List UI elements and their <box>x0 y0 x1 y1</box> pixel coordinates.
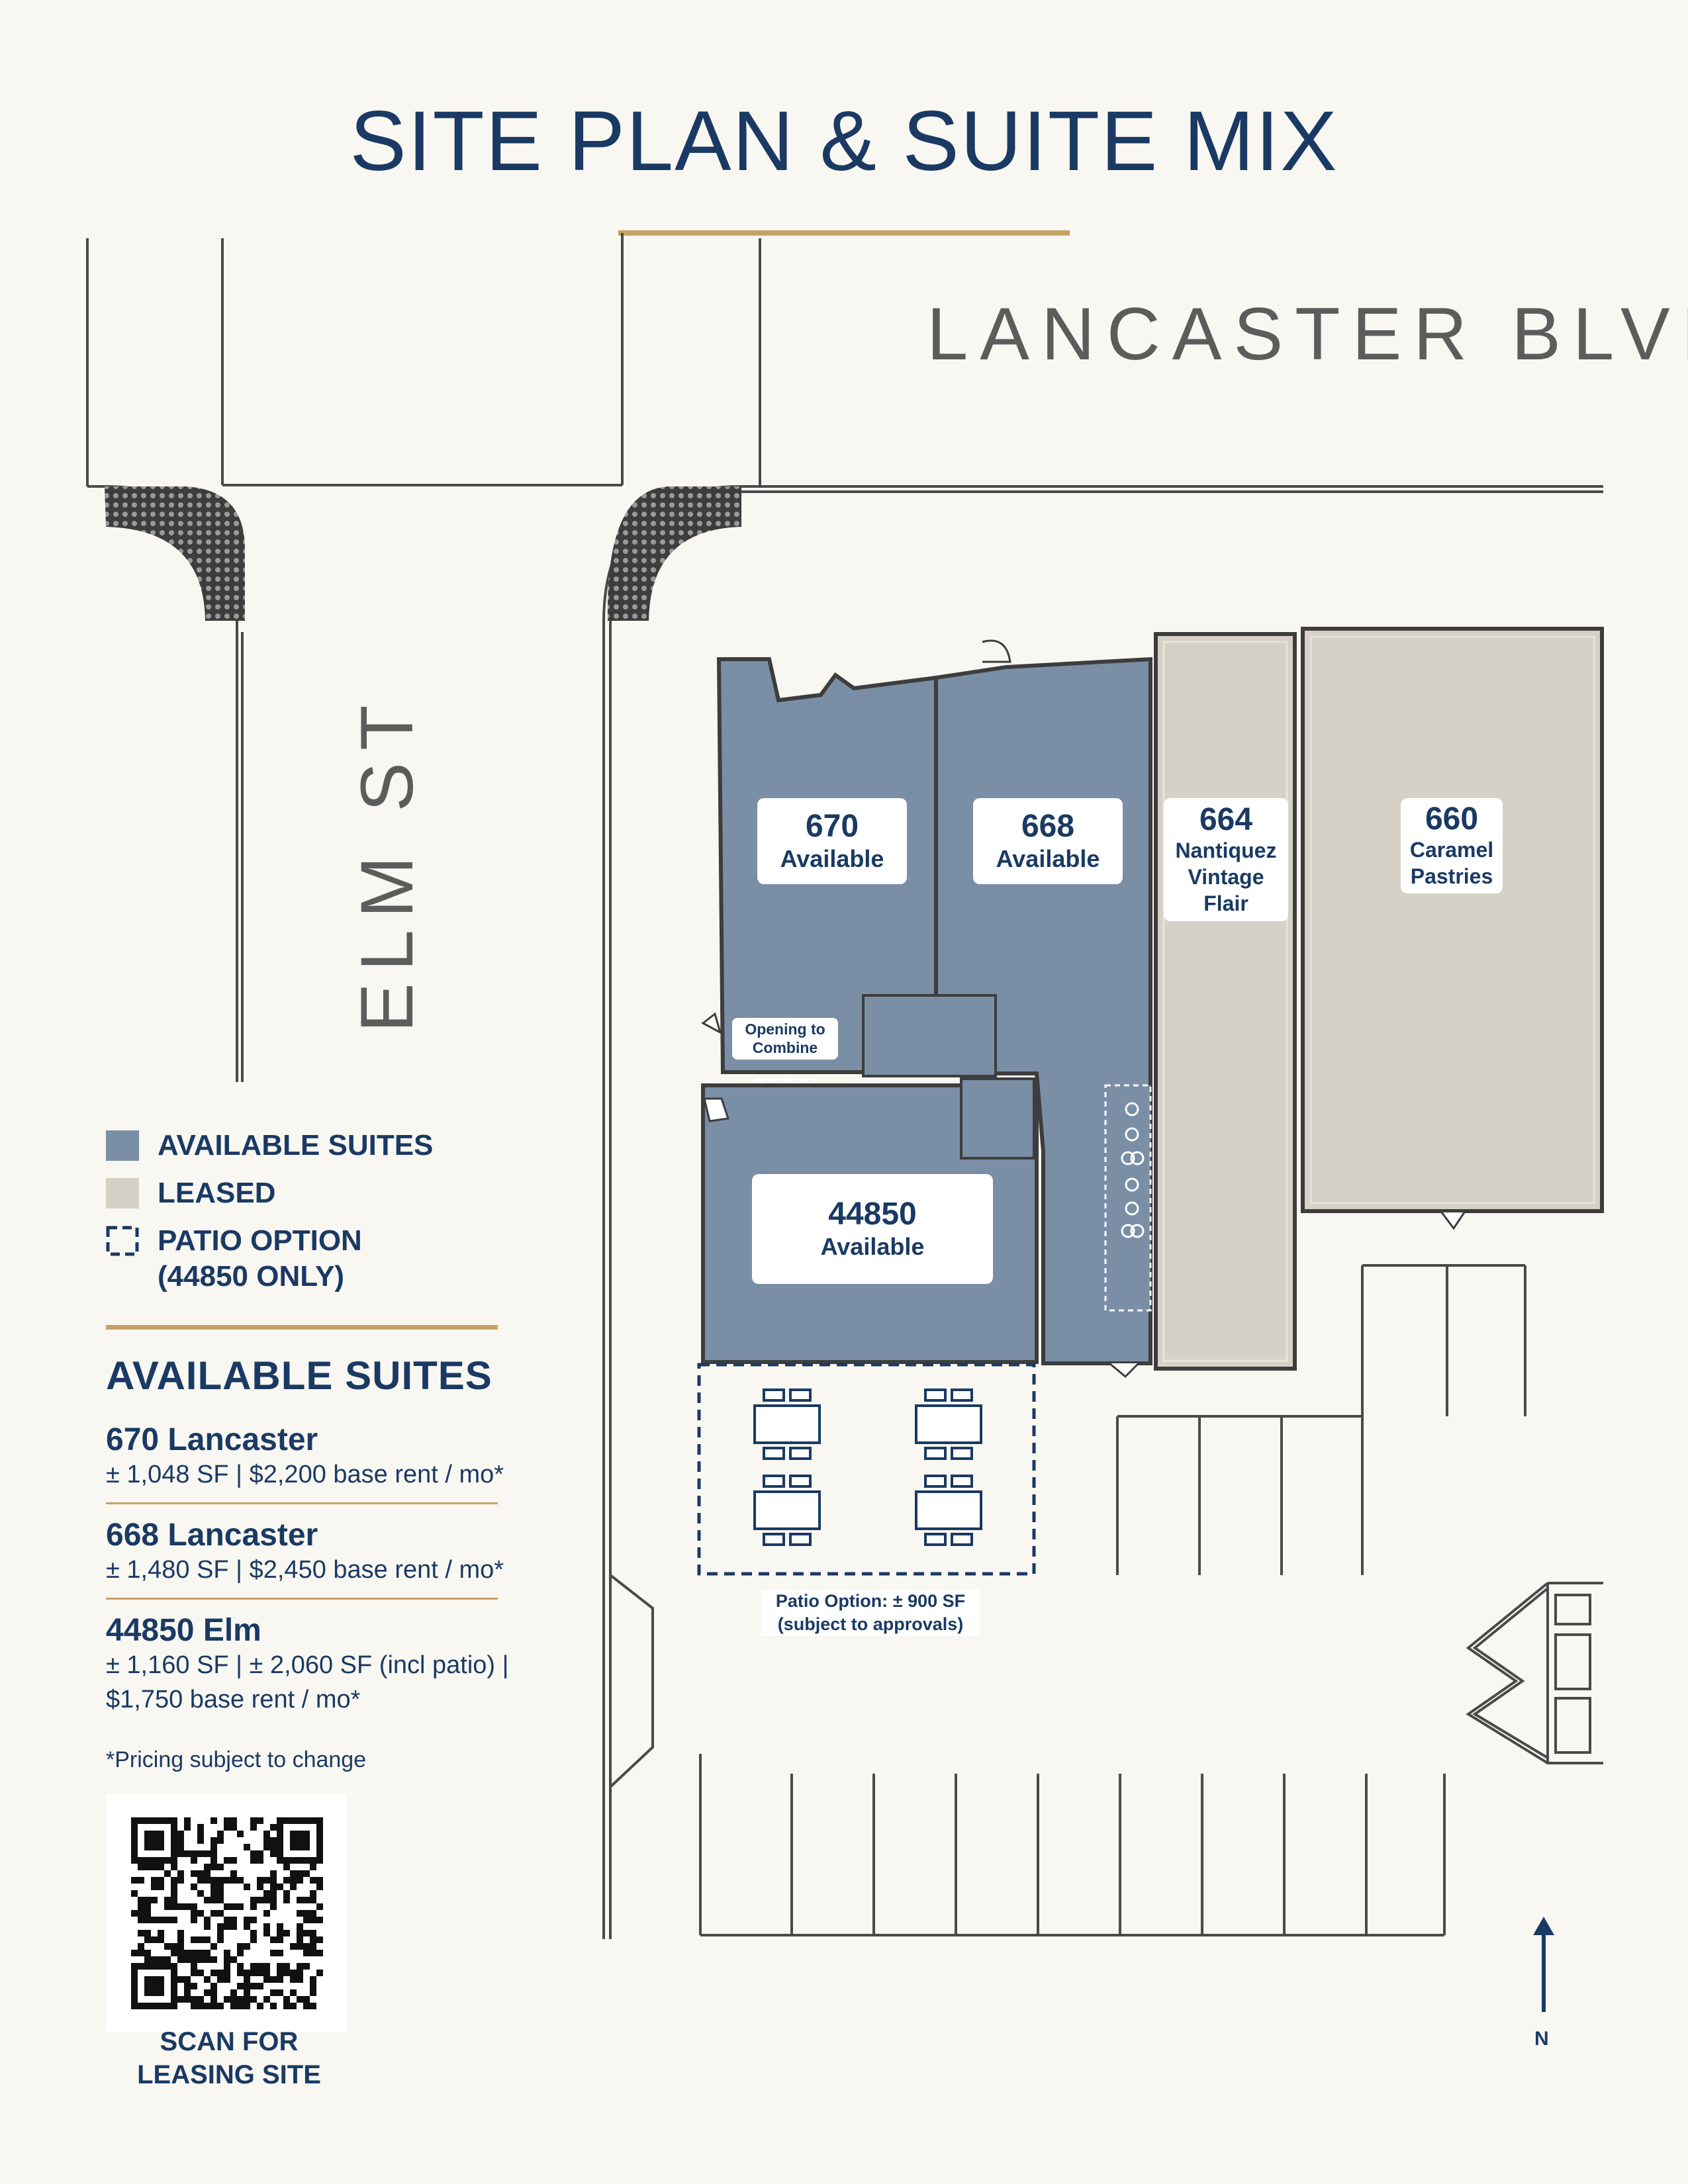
suite-card-664[interactable]: 664 Nantiquez Vintage Flair <box>1164 798 1288 921</box>
suite-number: 664 <box>1199 801 1253 837</box>
legend-label: AVAILABLE SUITES <box>158 1129 434 1161</box>
suite-card-44850[interactable]: 44850 Available <box>752 1174 993 1284</box>
suite-card-660[interactable]: 660 Caramel Pastries <box>1401 798 1503 893</box>
legend-item-patio: PATIO OPTION (44850 ONLY) <box>106 1223 409 1295</box>
north-label: N <box>1534 2028 1549 2050</box>
qr-code-graphic <box>131 1817 323 2009</box>
unit-divider <box>106 1598 498 1600</box>
patio-swatch-icon <box>106 1226 139 1256</box>
suite-number: 668 <box>1021 809 1075 844</box>
suite-status: Available <box>780 844 884 872</box>
opening-to-combine-label: Opening to Combine <box>732 1018 838 1060</box>
north-arrow-icon <box>1533 1917 1554 2012</box>
corner-paving-right <box>607 486 741 621</box>
unit-divider <box>106 1502 498 1504</box>
unit-name: 44850 Elm <box>106 1613 261 1648</box>
pricing-note: *Pricing subject to change <box>106 1747 367 1772</box>
suite-number: 660 <box>1425 801 1479 837</box>
patio-tables <box>753 1388 982 1546</box>
unit-detail: ± 1,160 SF | ± 2,060 SF (incl patio) | $… <box>106 1651 509 1713</box>
title-divider <box>618 230 1070 236</box>
suite-tenant: Nantiquez Vintage Flair <box>1175 839 1277 916</box>
page-title: SITE PLAN & SUITE MIX <box>350 94 1338 189</box>
leased-swatch <box>106 1178 139 1208</box>
legend-label: LEASED <box>158 1177 276 1209</box>
qr-code-icon[interactable] <box>106 1794 347 2032</box>
unit-name: 670 Lancaster <box>106 1422 318 1457</box>
patio-option-area <box>697 1363 1036 1576</box>
available-suites-heading: AVAILABLE SUITES <box>106 1353 492 1398</box>
suite-tenant: Caramel Pastries <box>1409 838 1494 889</box>
unit-detail: ± 1,048 SF | $2,200 base rent / mo* <box>106 1461 504 1488</box>
legend-label: PATIO OPTION (44850 ONLY) <box>158 1224 362 1293</box>
suite-number: 44850 <box>828 1197 917 1232</box>
corner-paving-left <box>105 486 245 621</box>
street-label-elm: ELM ST <box>346 693 428 1032</box>
qr-caption: SCAN FOR LEASING SITE <box>137 2027 321 2089</box>
suite-card-668[interactable]: 668 Available <box>973 798 1123 884</box>
legend-item-available: AVAILABLE SUITES <box>106 1128 433 1163</box>
street-label-lancaster: LANCASTER BLVD <box>927 293 1688 375</box>
unit-name: 668 Lancaster <box>106 1518 318 1553</box>
suite-status: Available <box>820 1232 925 1260</box>
available-swatch <box>106 1130 139 1161</box>
suite-status: Available <box>996 844 1100 872</box>
legend-divider <box>106 1325 498 1330</box>
unit-detail: ± 1,480 SF | $2,450 base rent / mo* <box>106 1556 504 1584</box>
suite-card-670[interactable]: 670 Available <box>757 798 907 884</box>
suite-number: 670 <box>805 809 859 844</box>
legend-item-leased: LEASED <box>106 1175 275 1211</box>
patio-option-label: Patio Option: ± 900 SF (subject to appro… <box>761 1590 980 1637</box>
